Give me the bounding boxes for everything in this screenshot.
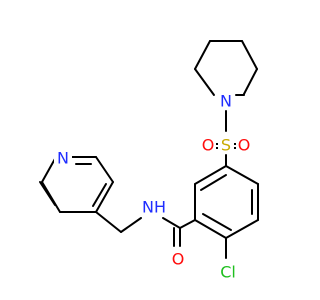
- piperidine-bond: [194, 40, 211, 70]
- pyridine-bond: [39, 181, 56, 206]
- nh-amide-label: NH: [142, 198, 166, 217]
- atom-labels: N S O O N NH O Cl: [54, 92, 252, 282]
- n-piperidine-label: N: [220, 92, 232, 111]
- pyridine-bond: [95, 156, 114, 183]
- o-sulfonyl-left-bg: [200, 136, 216, 154]
- benzene-bond: [225, 165, 259, 185]
- piperidine-bond: [241, 40, 258, 70]
- n-pyridine-bg: [54, 149, 72, 167]
- amide-ch2-bond: [120, 217, 142, 233]
- pyridine-bond: [41, 181, 61, 213]
- nh-amide-bg: [140, 198, 168, 216]
- bonds: [39, 40, 259, 259]
- piperidine-bond: [243, 68, 258, 95]
- cl-bg: [216, 263, 240, 281]
- o-sulfonyl-right-bg: [236, 136, 252, 154]
- o-sulfonyl-right-label: O: [238, 136, 251, 155]
- ch2-pyridine-bond: [95, 211, 122, 233]
- s-sulfonyl-bg: [218, 136, 234, 154]
- o-sulfonyl-left-label: O: [202, 136, 215, 155]
- benzene-bond: [194, 165, 227, 185]
- pyridine-bond: [92, 183, 107, 207]
- benzene-bond: [200, 174, 227, 191]
- benzene-bond: [225, 219, 259, 239]
- carbonyl-n-bond: [162, 217, 181, 229]
- cl-label: Cl: [220, 263, 236, 282]
- n-pyridine-label: N: [57, 149, 69, 168]
- pyridine-bond: [95, 181, 114, 213]
- molecule-structure: N S O O N NH O Cl: [39, 40, 259, 282]
- benzene-bond: [202, 213, 232, 231]
- benzene-bond: [194, 219, 227, 239]
- o-carbonyl-bg: [170, 250, 186, 268]
- aryl-carbonyl-bond: [179, 219, 196, 229]
- piperidine-bond: [194, 68, 215, 96]
- n-piperidine-bg: [217, 92, 235, 110]
- pyridine-bond: [41, 156, 57, 183]
- s-sulfonyl-label: S: [221, 136, 231, 155]
- o-carbonyl-label: O: [172, 250, 185, 269]
